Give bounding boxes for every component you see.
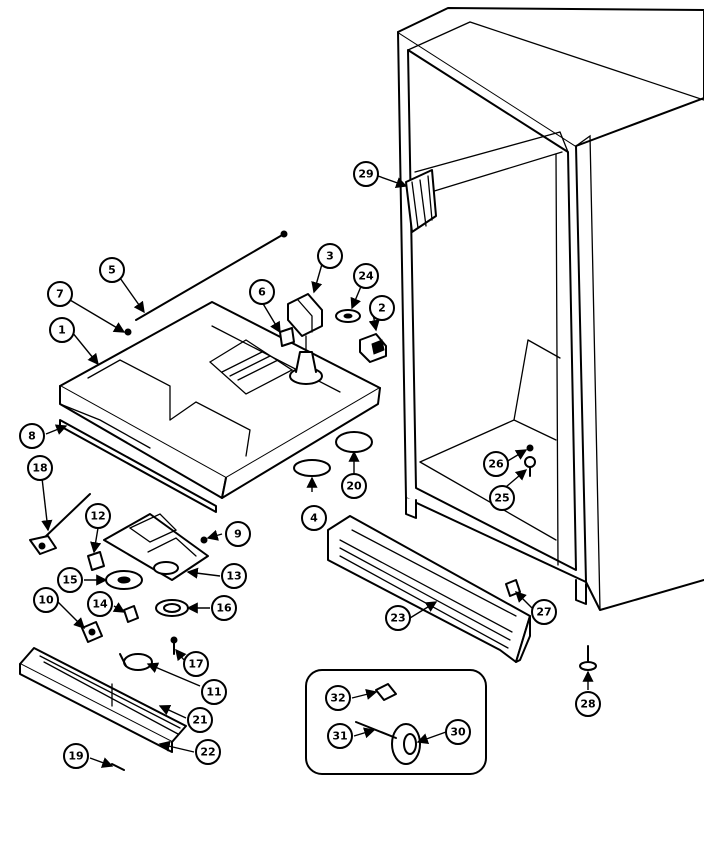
callout-7: 7 — [47, 281, 73, 307]
callout-label: 24 — [358, 270, 374, 283]
callout-16: 16 — [211, 595, 237, 621]
callout-32: 32 — [325, 685, 351, 711]
callout-label: 12 — [90, 510, 105, 523]
callout-11: 11 — [201, 679, 227, 705]
leveling-leg-28 — [579, 645, 597, 671]
rod-part — [135, 230, 288, 321]
callout-label: 20 — [346, 480, 362, 493]
callout-label: 6 — [258, 286, 266, 299]
switch-2 — [359, 333, 387, 363]
screw-19 — [111, 763, 125, 771]
leader-lines — [41, 175, 594, 768]
callout-label: 10 — [38, 594, 54, 607]
callout-1: 1 — [49, 317, 75, 343]
grommet-14 — [123, 605, 139, 623]
callout-2: 2 — [369, 295, 395, 321]
callout-label: 18 — [32, 462, 47, 475]
screw-7 — [124, 328, 132, 336]
refrigerator-cabinet — [397, 7, 704, 611]
callout-label: 8 — [28, 430, 36, 443]
callout-31: 31 — [327, 723, 353, 749]
callout-label: 31 — [332, 730, 347, 743]
callout-label: 4 — [310, 512, 318, 525]
washer-24 — [335, 309, 361, 323]
callout-9: 9 — [225, 521, 251, 547]
fan-16 — [155, 599, 189, 617]
screw-26 — [526, 444, 534, 452]
callout-label: 1 — [58, 324, 66, 337]
callout-label: 23 — [390, 612, 405, 625]
drain-trough-13 — [103, 513, 209, 581]
callout-label: 17 — [188, 658, 203, 671]
callout-label: 19 — [68, 750, 83, 763]
callout-29: 29 — [353, 161, 379, 187]
toe-grille-23 — [327, 515, 531, 663]
fan-15 — [105, 570, 143, 590]
callout-label: 2 — [378, 302, 386, 315]
evaporator-cover — [59, 301, 381, 513]
callout-label: 14 — [92, 598, 108, 611]
clip-6 — [279, 327, 295, 347]
callout-12: 12 — [85, 503, 111, 529]
callout-6: 6 — [249, 279, 275, 305]
callout-20: 20 — [341, 473, 367, 499]
callout-label: 3 — [326, 250, 334, 263]
callout-label: 9 — [234, 528, 242, 541]
callout-label: 13 — [226, 570, 241, 583]
callout-14: 14 — [87, 591, 113, 617]
callout-17: 17 — [183, 651, 209, 677]
callout-label: 7 — [56, 288, 64, 301]
heater-18 — [29, 493, 91, 555]
ring-4 — [293, 459, 331, 477]
callout-13: 13 — [221, 563, 247, 589]
callout-22: 22 — [195, 739, 221, 765]
thermostat-3 — [287, 293, 323, 353]
callout-15: 15 — [57, 567, 83, 593]
callout-26: 26 — [483, 451, 509, 477]
callout-label: 22 — [200, 746, 215, 759]
callout-24: 24 — [353, 263, 379, 289]
callout-19: 19 — [63, 743, 89, 769]
callout-label: 30 — [450, 726, 466, 739]
clip-12 — [87, 551, 105, 571]
callout-21: 21 — [187, 707, 213, 733]
leveler-25 — [524, 456, 536, 477]
callout-label: 11 — [206, 686, 221, 699]
callout-23: 23 — [385, 605, 411, 631]
callout-label: 32 — [330, 692, 345, 705]
callout-label: 27 — [536, 606, 551, 619]
callout-label: 28 — [580, 698, 595, 711]
motor-10 — [81, 621, 103, 643]
callout-18: 18 — [27, 455, 53, 481]
callout-4: 4 — [301, 505, 327, 531]
callout-8: 8 — [19, 423, 45, 449]
screw-17 — [170, 636, 178, 655]
callout-30: 30 — [445, 719, 471, 745]
callout-label: 25 — [494, 492, 509, 505]
callout-label: 26 — [488, 458, 504, 471]
bulb-11 — [119, 653, 153, 671]
callout-label: 5 — [108, 264, 116, 277]
callout-label: 29 — [358, 168, 373, 181]
callout-25: 25 — [489, 485, 515, 511]
callout-28: 28 — [575, 691, 601, 717]
callout-label: 15 — [62, 574, 77, 587]
callout-3: 3 — [317, 243, 343, 269]
lens-20 — [335, 431, 373, 453]
bracket-21-22 — [19, 647, 187, 753]
roller-kit-inset — [305, 669, 487, 775]
callout-label: 21 — [192, 714, 207, 727]
callout-10: 10 — [33, 587, 59, 613]
callout-label: 16 — [216, 602, 232, 615]
callout-5: 5 — [99, 257, 125, 283]
callout-27: 27 — [531, 599, 557, 625]
screw-9 — [200, 536, 208, 544]
